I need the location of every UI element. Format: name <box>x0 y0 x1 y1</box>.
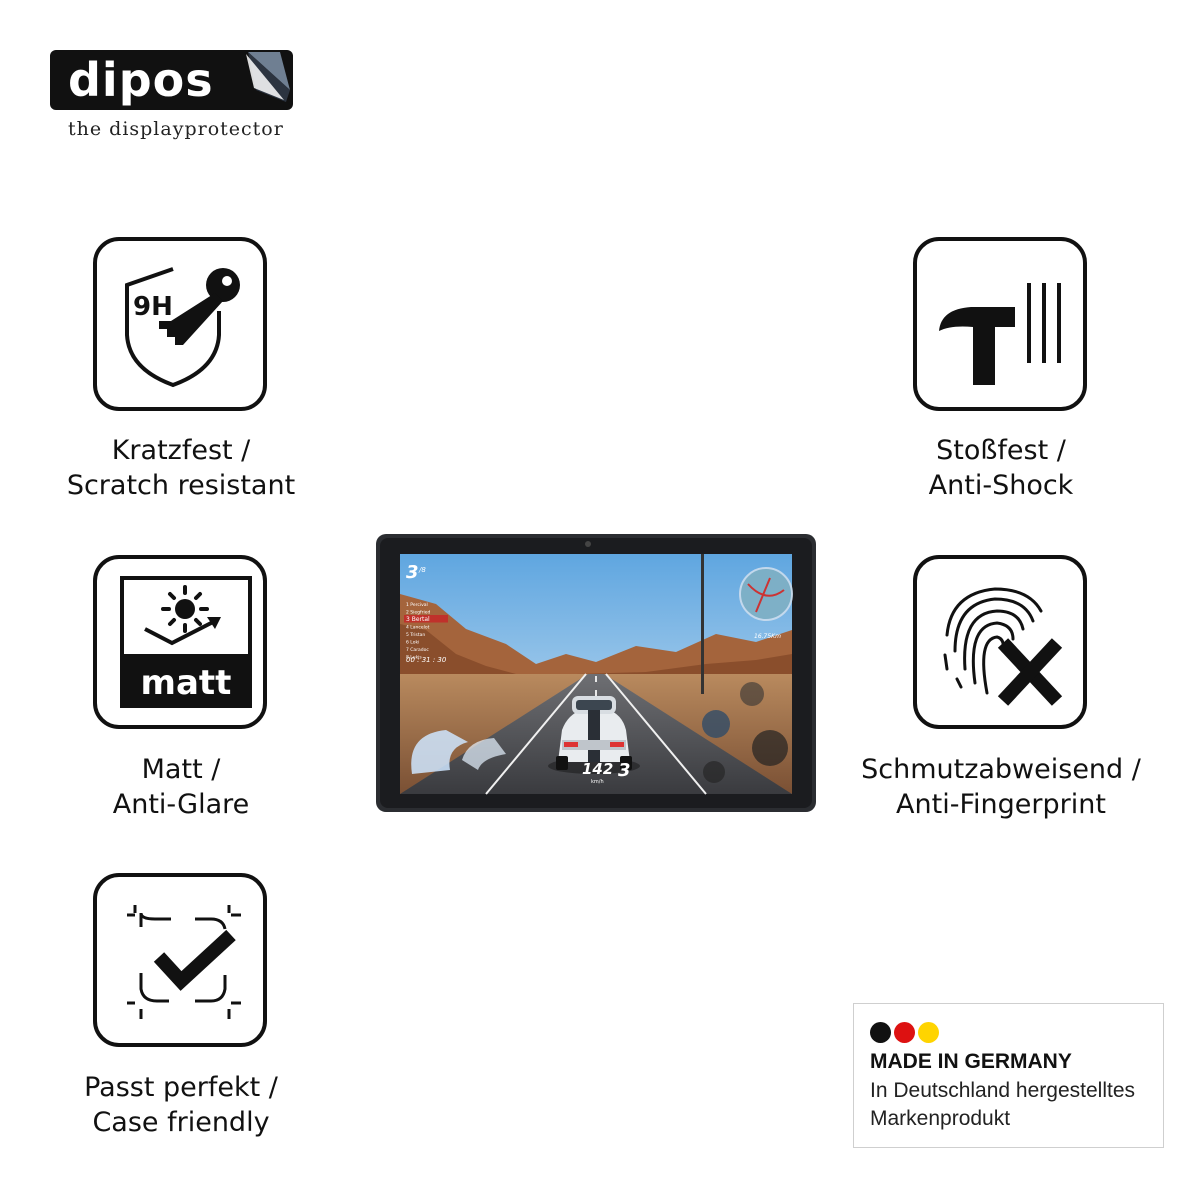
page-curl-icon <box>246 52 290 102</box>
feature-label-scratch-de: Kratzfest / <box>111 435 251 466</box>
leaderboard-row: 5 Tristan <box>406 632 425 638</box>
shield-key-9h-icon: 9H <box>125 267 240 388</box>
feature-label-shock-en: Anti-Shock <box>928 470 1074 501</box>
feature-label-fingerprint: Schmutzabweisend / Anti-Fingerprint <box>841 752 1161 822</box>
brake-button[interactable] <box>703 761 725 783</box>
made-in-germany-line1: In Deutschland hergestelltes <box>870 1079 1135 1102</box>
leaderboard-row: 6 Loki <box>406 640 419 646</box>
accelerate-button[interactable] <box>752 730 788 766</box>
feature-label-matt-en: Anti-Glare <box>112 789 250 820</box>
leaderboard-row: 4 Lancelot <box>406 625 430 631</box>
speed-unit: km/h <box>591 779 604 785</box>
feature-label-matt: Matt / Anti-Glare <box>21 752 341 822</box>
feature-label-case: Passt perfekt / Case friendly <box>21 1070 341 1140</box>
brand-tagline: the displayprotector <box>68 118 284 140</box>
leaderboard-row: 3 Bertal <box>406 616 430 623</box>
leaderboard-row: 2 Siegfried <box>406 610 430 616</box>
flag-dot-gold <box>918 1022 939 1043</box>
made-in-germany-line2: Markenprodukt <box>870 1107 1011 1130</box>
race-car <box>548 696 640 774</box>
feature-label-fingerprint-en: Anti-Fingerprint <box>896 789 1106 820</box>
feature-label-case-en: Case friendly <box>92 1107 270 1138</box>
shield-9h-text: 9H <box>133 292 173 322</box>
leaderboard-row: 7 Caradoc <box>406 647 429 653</box>
feature-label-shock: Stoßfest / Anti-Shock <box>841 433 1161 503</box>
feature-label-matt-de: Matt / <box>141 754 221 785</box>
feature-label-scratch-en: Scratch resistant <box>66 470 296 501</box>
feature-tile-matt: matt <box>93 555 267 729</box>
flag-dot-red <box>894 1022 915 1043</box>
feature-label-case-de: Passt perfekt / <box>84 1072 278 1103</box>
lap-time: 00 : 31 : 30 <box>406 656 447 664</box>
distance-readout: 16.75Km <box>754 633 781 640</box>
race-position: 3 <box>406 562 419 583</box>
gear-readout: 3 <box>618 760 631 781</box>
checkmark-frame-icon <box>127 905 241 1019</box>
sun-glare-matt-icon: matt <box>120 576 252 708</box>
steer-right-control[interactable] <box>462 738 506 770</box>
matt-text: matt <box>141 663 232 703</box>
speed-readout: 142 <box>582 760 613 778</box>
leaderboard-row: 8 Lukis <box>406 655 422 661</box>
feature-tile-shock <box>913 237 1087 411</box>
leaderboard-highlight <box>404 615 448 623</box>
brand-name: dipos <box>68 53 214 107</box>
made-in-germany-title: MADE IN GERMANY <box>870 1050 1072 1073</box>
race-position-suffix: /8 <box>418 566 426 574</box>
leaderboard-row: 1 Percival <box>406 602 428 608</box>
minimap <box>739 567 793 621</box>
feature-tile-case <box>93 873 267 1047</box>
feature-tile-scratch: 9H <box>93 237 267 411</box>
nitro-button[interactable] <box>740 682 764 706</box>
feature-label-fingerprint-de: Schmutzabweisend / <box>861 754 1141 785</box>
feature-label-scratch: Kratzfest / Scratch resistant <box>21 433 341 503</box>
flag-dot-black <box>870 1022 891 1043</box>
steer-left-control[interactable] <box>411 730 468 774</box>
feature-label-shock-de: Stoßfest / <box>936 435 1066 466</box>
hammer-icon <box>939 283 1061 385</box>
fingerprint-x-icon <box>943 587 1063 706</box>
drift-button[interactable] <box>702 710 730 738</box>
feature-tile-fingerprint <box>913 555 1087 729</box>
